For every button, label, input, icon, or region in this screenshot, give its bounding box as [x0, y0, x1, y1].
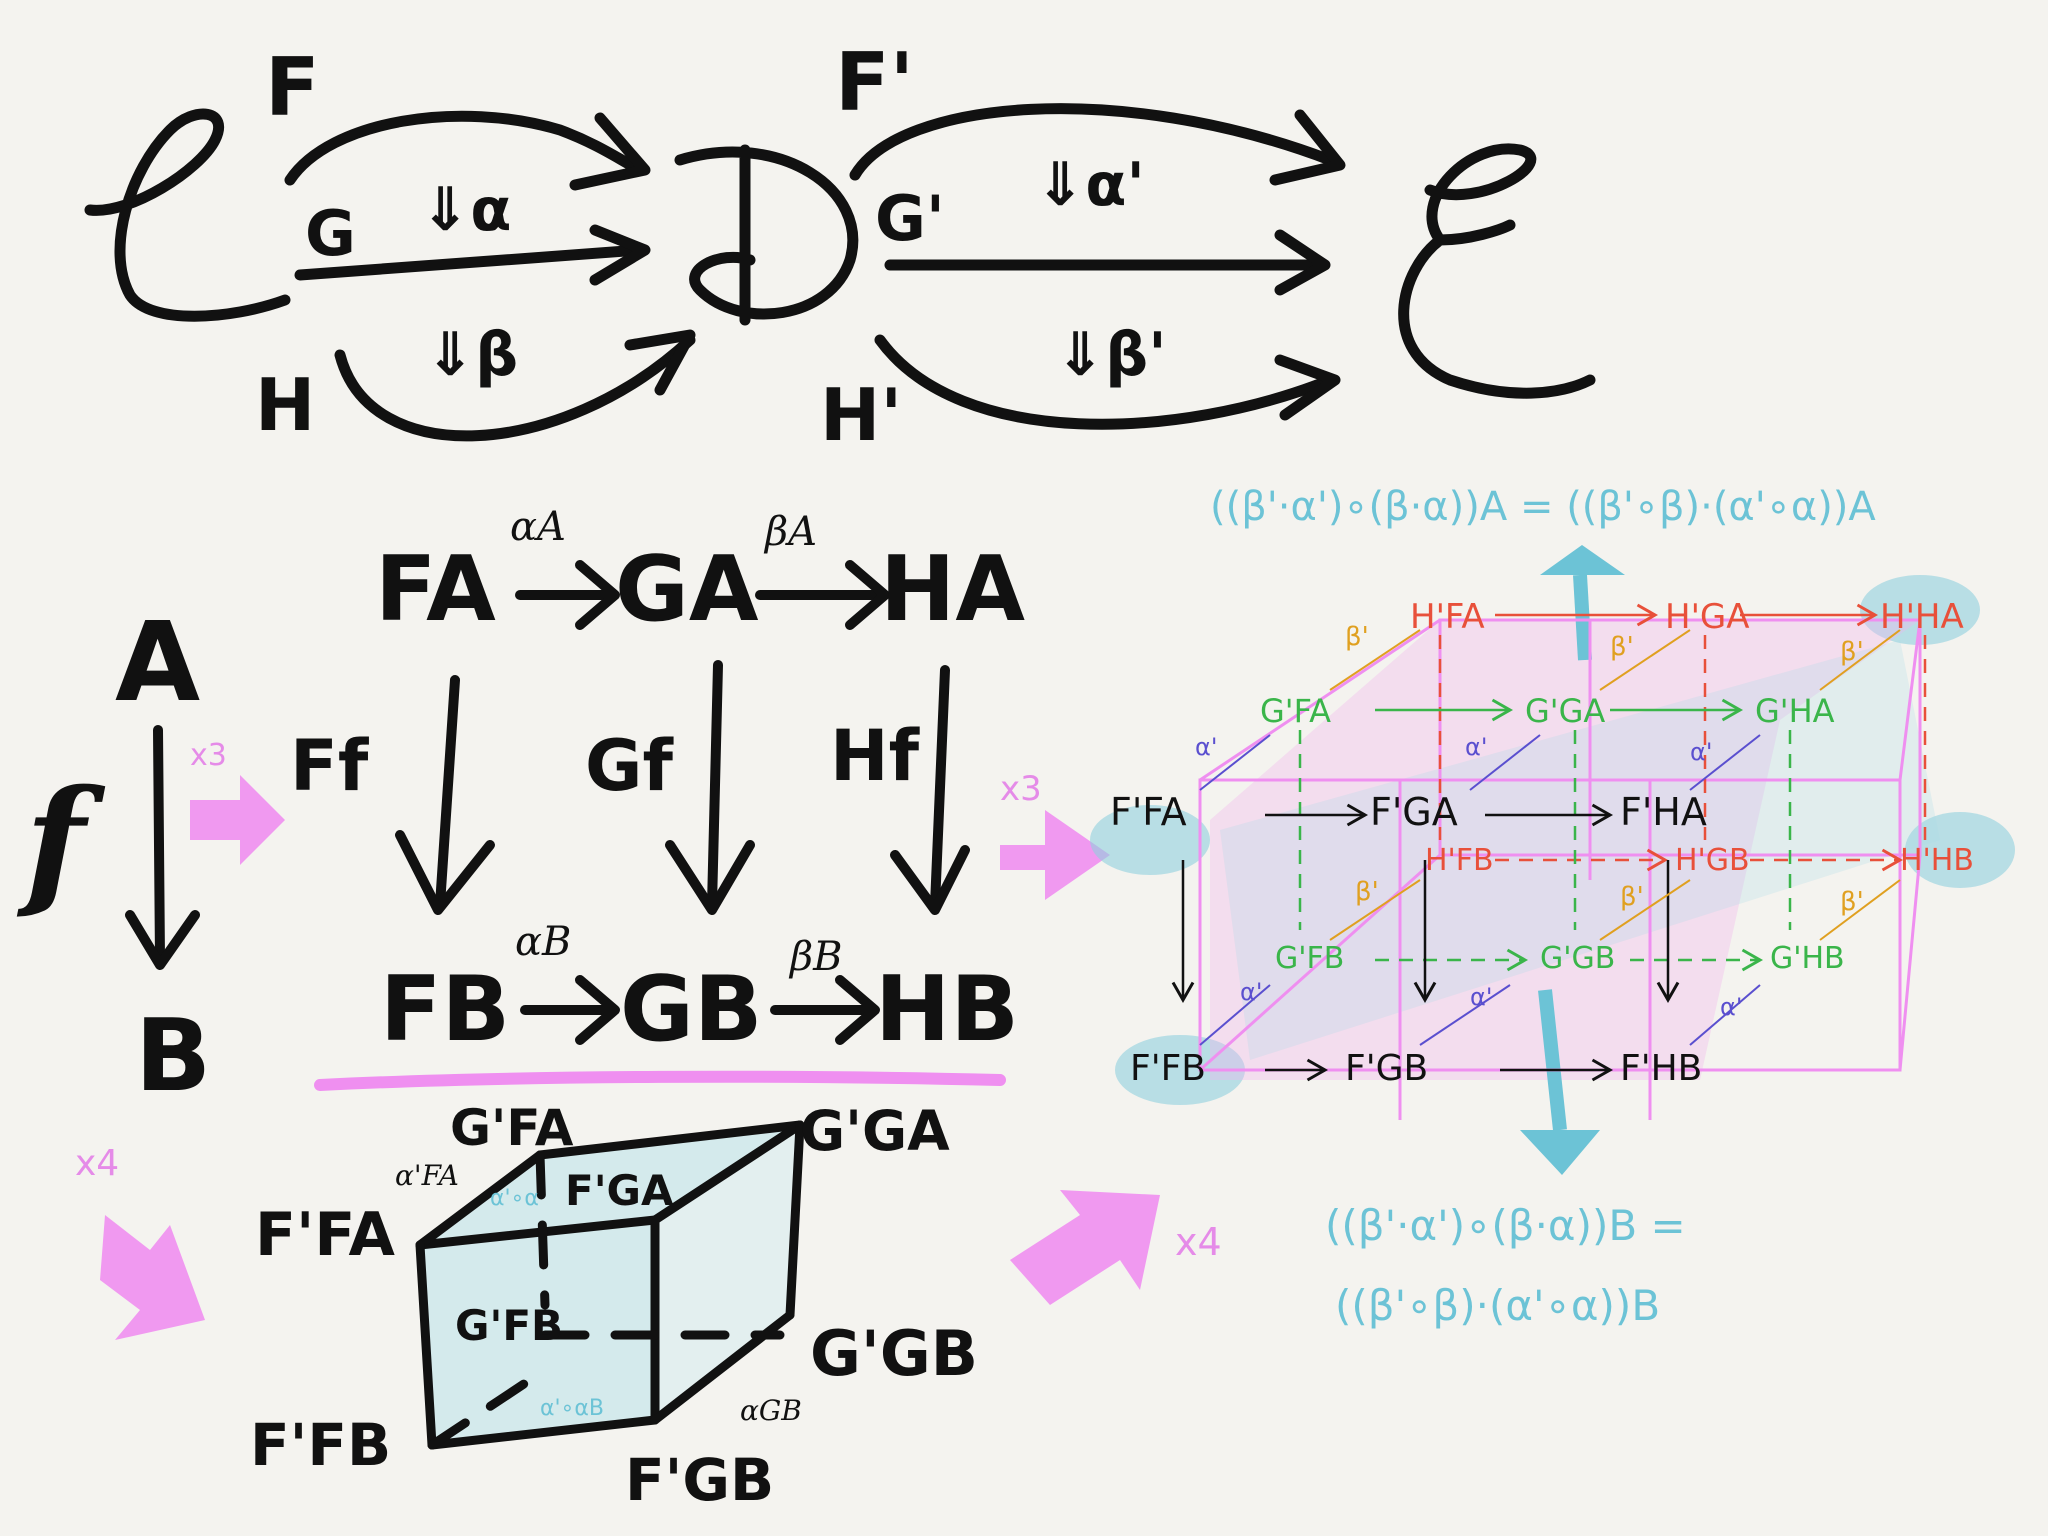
node-hpha: H'HA	[1880, 597, 1964, 637]
label-fprime: F'	[835, 36, 914, 129]
node-fpha: F'HA	[1620, 790, 1707, 834]
node-hpfb: H'FB	[1425, 843, 1494, 878]
label-g: G	[305, 197, 356, 270]
label-alphap-fa: α'FA	[395, 1159, 459, 1192]
node-fpfa: F'FA	[1110, 790, 1187, 834]
cube-front-face	[420, 1220, 655, 1445]
object-fb: FB	[380, 957, 510, 1062]
object-gb: GB	[620, 957, 762, 1062]
label-alphaprime-2cell: ⇓α'	[1035, 150, 1145, 220]
equation-a: ((β'·α')∘(β·α))A = ((β'∘β)·(α'∘α))A	[1210, 484, 1876, 530]
arrow-gf	[707, 660, 723, 910]
category-d-symbol	[674, 144, 859, 326]
node-gpha: G'HA	[1755, 692, 1835, 730]
cube-node-gpfa: G'FA	[450, 1099, 574, 1157]
label-hprime: H'	[820, 373, 902, 457]
equation-b-line1: ((β'·α')∘(β·α))B =	[1325, 1201, 1686, 1250]
arrow-hf	[930, 665, 950, 910]
arrow-h	[334, 334, 696, 442]
label-gf: Gf	[585, 725, 674, 807]
label-x3-left: x3	[190, 738, 227, 773]
object-a: A	[115, 598, 200, 726]
label-alphap-5: α'	[1470, 983, 1492, 1011]
cube-node-gpfb: G'FB	[455, 1301, 563, 1350]
label-gprime: G'	[875, 182, 945, 255]
label-betap-4: β'	[1355, 877, 1379, 907]
object-ha: HA	[880, 537, 1025, 642]
small-cube: x4 G'FA G'GA F'FA F'GA G'FB G'GB F'FB F'…	[75, 1099, 978, 1514]
label-h: H	[255, 363, 315, 447]
label-alpha-gb: αGB	[740, 1394, 802, 1427]
node-hpga: H'GA	[1665, 597, 1750, 637]
object-fa: FA	[375, 537, 496, 642]
node-hpfa: H'FA	[1410, 597, 1485, 637]
label-betap-3: β'	[1840, 637, 1864, 667]
label-face-top: α'∘α	[490, 1186, 539, 1211]
node-fphb: F'HB	[1620, 1048, 1702, 1089]
naturality-squares: A f B x3 FA GA HA αA βA Ff Gf Hf FB GB	[16, 504, 1025, 1114]
node-gpfb: G'FB	[1275, 941, 1344, 976]
morphism-f: f	[16, 760, 106, 924]
big-cube-diagram: x3	[1000, 484, 2015, 1330]
node-hphb: H'HB	[1900, 843, 1974, 878]
label-x4-right: x4	[1175, 1220, 1222, 1264]
label-alphap-1: α'	[1195, 733, 1217, 761]
category-e-symbol	[1398, 143, 1596, 399]
label-beta-b: βB	[788, 934, 843, 980]
label-alpha-2cell: ⇓α	[420, 175, 512, 245]
arrow-fprime	[849, 103, 1336, 181]
node-fpgb: F'GB	[1345, 1048, 1428, 1089]
cube-node-fpga: F'GA	[565, 1166, 674, 1215]
arrow-hprime	[874, 334, 1336, 430]
object-hb: HB	[875, 957, 1019, 1062]
label-ff: Ff	[290, 725, 370, 807]
label-alphap-3: α'	[1690, 738, 1712, 766]
pink-arrow-x3-left	[190, 775, 285, 865]
arrow-ff	[435, 675, 460, 910]
cube-node-gpgb: G'GB	[810, 1317, 978, 1390]
label-beta-a: βA	[763, 509, 817, 555]
node-gpfa: G'FA	[1260, 692, 1331, 730]
node-fpga: F'GA	[1370, 790, 1458, 834]
node-gphb: G'HB	[1770, 941, 1845, 976]
label-alpha-a: αA	[510, 504, 566, 550]
cube-node-fpfb: F'FB	[250, 1411, 391, 1479]
label-hf: Hf	[830, 715, 921, 797]
label-betap-5: β'	[1620, 882, 1644, 912]
pink-arrow-x4-right	[1010, 1190, 1160, 1305]
label-x3-right: x3	[1000, 769, 1042, 809]
cube-node-gpga: G'GA	[800, 1099, 950, 1163]
label-x4-left: x4	[75, 1143, 119, 1184]
cube-top-face	[420, 1125, 800, 1245]
object-ga: GA	[615, 537, 759, 642]
label-beta-2cell: ⇓β	[425, 320, 518, 390]
top-2cell-diagram: F G H ⇓α ⇓β F' G' H' ⇓α' ⇓β'	[84, 36, 1596, 457]
label-betaprime-2cell: ⇓β'	[1055, 320, 1167, 390]
cube-node-fpgb: F'GB	[625, 1446, 774, 1514]
pink-arrow-x3-right	[1000, 810, 1110, 900]
label-alphap-4: α'	[1240, 978, 1262, 1006]
object-b: B	[135, 997, 211, 1114]
equation-b-line2: ((β'∘β)·(α'∘α))B	[1335, 1281, 1660, 1330]
node-hpgb: H'GB	[1675, 843, 1750, 878]
pink-divider	[314, 1070, 1006, 1091]
node-gpgb: G'GB	[1540, 941, 1615, 976]
arrow-f-a-to-b	[153, 725, 165, 965]
node-fpfb: F'FB	[1130, 1048, 1206, 1089]
label-face-bottom: α'∘αB	[540, 1396, 604, 1421]
node-gpga: G'GA	[1525, 692, 1605, 730]
label-betap-6: β'	[1840, 887, 1864, 917]
pink-arrow-x4-left	[100, 1215, 205, 1340]
category-c-symbol	[84, 108, 291, 322]
arrow-f	[284, 110, 646, 186]
label-alphap-2: α'	[1465, 733, 1487, 761]
label-f: F	[265, 41, 320, 134]
label-betap-2: β'	[1610, 632, 1634, 662]
label-alpha-b: αB	[515, 919, 571, 965]
label-betap-1: β'	[1345, 622, 1369, 652]
label-alphap-6: α'	[1720, 993, 1742, 1021]
arrow-g	[294, 244, 646, 281]
cube-node-fpfa: F'FA	[255, 1200, 395, 1270]
